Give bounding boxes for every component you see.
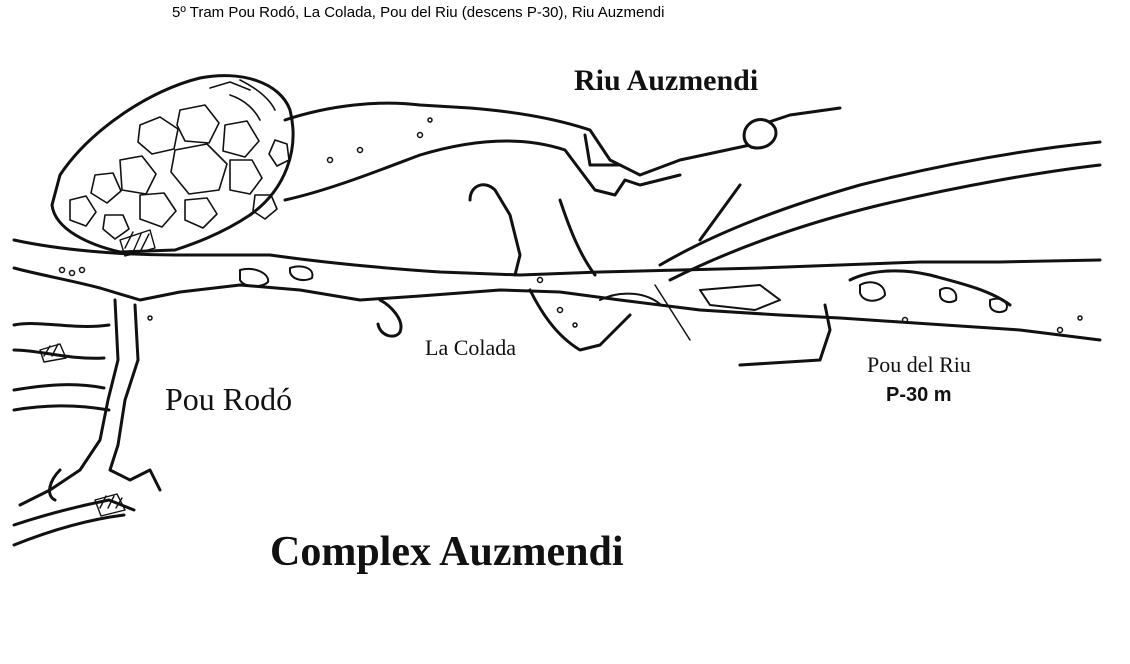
label-la-colada: La Colada — [425, 335, 516, 360]
label-pou-del-riu: Pou del Riu — [867, 352, 971, 377]
map-caption: 5º Tram Pou Rodó, La Colada, Pou del Riu… — [172, 4, 665, 21]
pou-rodo-shaft — [12, 298, 162, 547]
hatched-areas — [39, 229, 156, 517]
main-gallery — [12, 183, 1102, 367]
label-riu-auzmendi: Riu Auzmendi — [574, 64, 758, 97]
survey-dots — [58, 117, 1083, 334]
upper-passage — [283, 101, 842, 202]
pou-del-riu-pointer — [654, 284, 691, 341]
boulder-blocks — [69, 79, 290, 240]
label-pou-rodo: Pou Rodó — [165, 381, 292, 417]
gallery-features — [239, 265, 1008, 313]
label-complex-auzmendi: Complex Auzmendi — [270, 529, 624, 575]
label-p30: P-30 m — [886, 384, 952, 406]
right-tube — [658, 140, 1102, 282]
